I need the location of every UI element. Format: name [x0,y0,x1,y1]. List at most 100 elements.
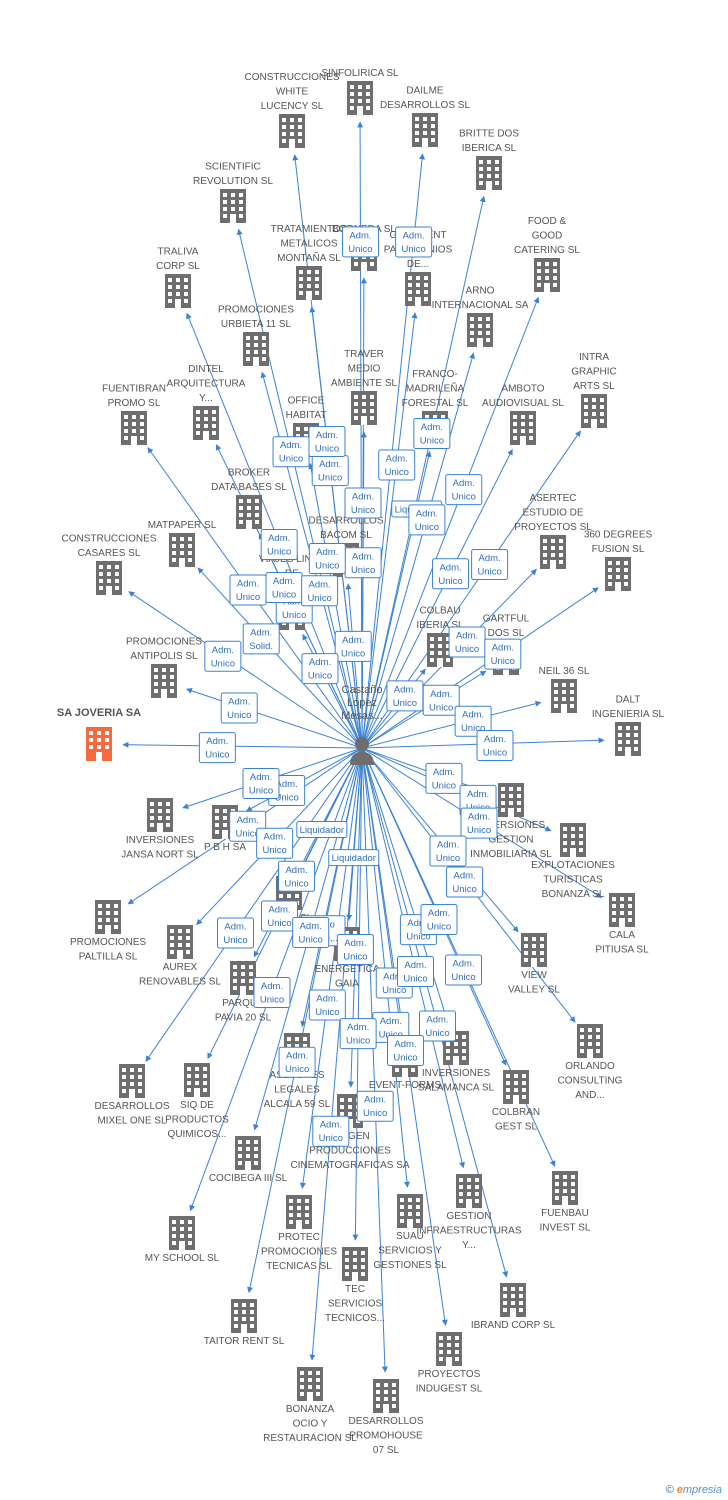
role-label[interactable]: Adm.Unico [378,449,416,481]
role-label[interactable]: Adm.Unico [341,226,379,258]
role-label[interactable]: Adm.Unico [253,977,291,1008]
role-label[interactable]: Adm.Unico [220,692,258,724]
role-label[interactable]: Adm.Unico [308,543,346,575]
role-label[interactable]: Adm.Unico [445,954,482,986]
role-label[interactable]: Liquidador [328,849,380,867]
role-label[interactable]: Adm.Unico [301,575,339,607]
role-label[interactable]: Adm.Unico [334,630,372,662]
role-label[interactable]: Adm.Unico [445,474,483,506]
role-label[interactable]: Adm.Solid. [242,623,280,655]
role-label[interactable]: Adm.Unico [278,1046,316,1078]
role-label[interactable]: Adm.Unico [387,1035,424,1066]
role-label[interactable]: Adm.Unico [454,705,492,737]
role-label[interactable]: Adm.Unico [413,418,451,450]
role-label[interactable]: Adm.Unico [372,1011,410,1043]
role-label[interactable]: Adm.Unico [344,547,382,579]
company-node[interactable]: P B H SA [204,805,246,853]
role-label[interactable]: Adm.Unico [422,684,460,716]
company-node[interactable]: IBRAND CORP SL [471,1283,556,1331]
role-label[interactable]: Adm.Unico [204,640,242,672]
role-label[interactable]: Adm.Unico [217,917,254,949]
role-label[interactable]: Adm.Unico [292,916,330,948]
role-label[interactable]: Adm.Unico [408,504,446,536]
role-label[interactable]: Adm.Unico [278,860,316,892]
role-label[interactable]: Adm.Unico [386,680,424,712]
role-label[interactable]: Adm.Unico [429,835,467,867]
role-label[interactable]: Adm.Unico [476,730,514,761]
role-label[interactable]: Adm.Unico [336,933,374,965]
role-label[interactable]: Adm.Unico [198,732,236,764]
role-label[interactable]: Adm.Unico [420,904,458,935]
role-label[interactable]: Adm.Unico [344,487,382,519]
role-label[interactable]: Adm.Unico [419,1010,456,1042]
role-label[interactable]: Adm.Unico [301,653,339,685]
company-node[interactable]: SINFOLIRICA SL [321,68,399,115]
role-label[interactable]: Adm.Unico [395,226,433,258]
role-label[interactable]: Adm.Unico [311,455,349,487]
role-label[interactable]: Adm.Unico [308,426,346,457]
role-label[interactable]: Adm.Unico [460,807,498,839]
role-label[interactable]: Adm.Unico [272,436,310,468]
company-node[interactable]: MY SCHOOL SL [145,1216,220,1264]
role-label[interactable]: Adm.Unico [471,548,509,580]
company-node[interactable]: EVENT-FORMS [369,1043,442,1091]
company-node-highlighted[interactable]: SA JOVERIA SA [57,707,141,761]
role-label[interactable]: Adm.Unico [265,572,303,603]
company-node[interactable]: NEIL 36 SL [539,666,590,713]
role-label[interactable]: Adm.Unico [484,638,522,670]
role-label[interactable]: Adm.Unico [397,956,434,987]
role-label[interactable]: Adm.Unico [312,1115,350,1147]
role-label[interactable]: Adm.Unico [229,574,267,606]
role-label[interactable]: Adm.Unico [425,762,463,794]
role-label[interactable]: Adm.Unico [260,529,298,561]
role-label[interactable]: Adm.Unico [339,1018,377,1050]
role-label[interactable]: Liquidador [296,821,348,839]
role-label[interactable]: Adm.Unico [256,827,294,859]
